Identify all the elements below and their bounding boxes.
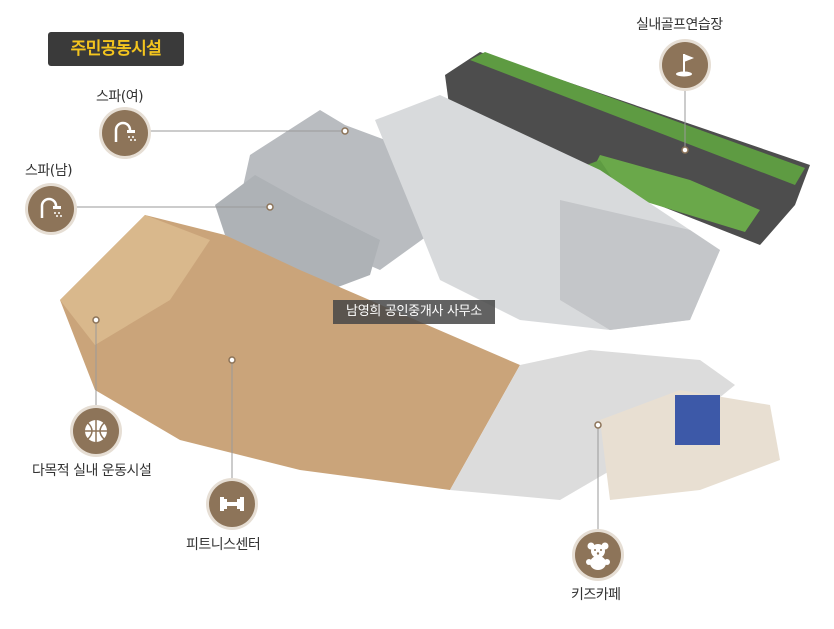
kids-play-structure — [675, 395, 720, 445]
lobby-floor — [450, 350, 735, 500]
leader-lines — [74, 88, 686, 530]
shower-icon[interactable] — [102, 110, 148, 156]
label-golf: 실내골프연습장 — [636, 17, 723, 33]
label-fitness: 피트니스센터 — [186, 537, 261, 553]
teddy-bear-icon[interactable] — [575, 532, 621, 578]
label-spa-men: 스파(남) — [25, 163, 73, 179]
label-spa-women: 스파(여) — [96, 89, 144, 105]
dumbbell-icon[interactable] — [209, 481, 255, 527]
spa-men-block — [215, 175, 380, 290]
leader-dots — [92, 127, 689, 429]
golf-turf-bottom — [590, 155, 760, 232]
shower-icon[interactable] — [28, 186, 74, 232]
office-block — [560, 200, 720, 330]
label-multipurpose: 다목적 실내 운동시설 — [32, 463, 152, 479]
page-title: 주민공동시설 — [48, 32, 184, 66]
label-kids-cafe: 키즈카페 — [571, 587, 621, 603]
multipurpose-court — [60, 215, 210, 345]
basketball-icon[interactable] — [73, 408, 119, 454]
golf-flag-icon[interactable] — [662, 42, 708, 88]
golf-turf-top — [470, 52, 805, 185]
office-watermark-label: 남영희 공인중개사 사무소 — [333, 300, 495, 324]
